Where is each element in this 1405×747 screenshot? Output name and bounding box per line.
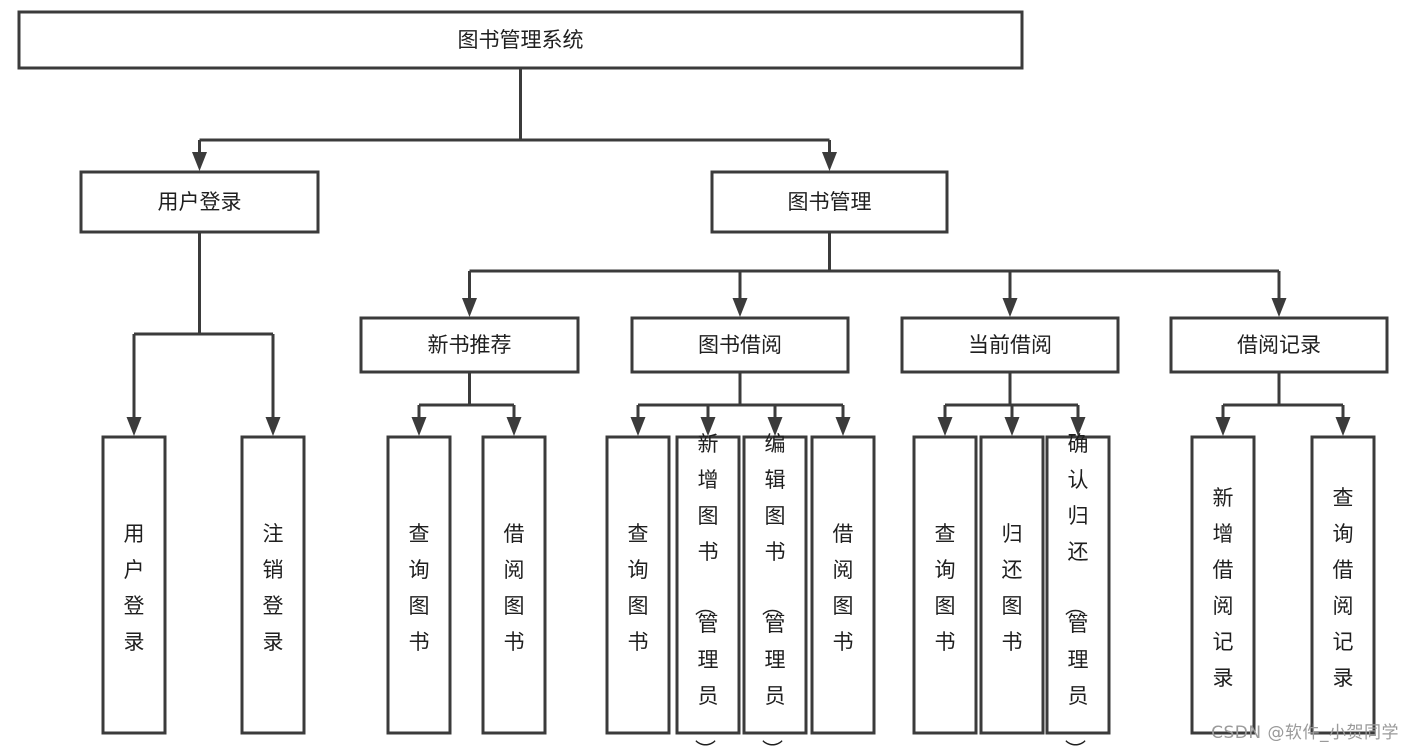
- node-box: [1310, 435, 1376, 735]
- node-leaf-confirm-return[interactable]: 确认归还（管理员）: [1045, 432, 1111, 747]
- node-label: 图书管理: [788, 190, 872, 214]
- arrow-head-icon: [1002, 298, 1018, 317]
- node-label: 新增图书（管理员）: [693, 432, 719, 747]
- arrow-head-icon: [192, 152, 207, 171]
- csdn-watermark: CSDN @软件_小贺同学: [1211, 723, 1399, 743]
- node-leaf-add-record[interactable]: 新增借阅记录: [1190, 435, 1256, 735]
- node-box: [1045, 435, 1111, 735]
- arrow-head-icon: [700, 417, 716, 436]
- node-leaf-borrow-book-1[interactable]: 借阅图书: [481, 435, 547, 735]
- node-box: [1190, 435, 1256, 735]
- node-root[interactable]: 图书管理系统: [17, 10, 1024, 70]
- node-borrow-record[interactable]: 借阅记录: [1169, 316, 1389, 374]
- arrow-head-icon: [411, 417, 427, 436]
- arrow-head-icon: [1004, 417, 1020, 436]
- node-leaf-add-book[interactable]: 新增图书（管理员）: [675, 432, 741, 747]
- node-label: 用户登录: [124, 522, 145, 654]
- node-leaf-user-logout[interactable]: 注销登录: [240, 435, 306, 735]
- node-box: [900, 316, 1120, 374]
- node-box: [710, 170, 949, 234]
- node-box: [605, 435, 671, 735]
- node-leaf-query-record[interactable]: 查询借阅记录: [1310, 435, 1376, 735]
- node-label: 用户登录: [158, 190, 242, 214]
- node-leaf-borrow-book-2[interactable]: 借阅图书: [810, 435, 876, 735]
- arrow-head-icon: [462, 298, 477, 317]
- arrow-head-icon: [126, 417, 142, 436]
- node-book-manage[interactable]: 图书管理: [710, 170, 949, 234]
- node-leaf-query-book-1[interactable]: 查询图书: [386, 435, 452, 735]
- node-label: 当前借阅: [968, 333, 1052, 357]
- arrow-head-icon: [1335, 417, 1351, 436]
- connector-layer: [126, 68, 1351, 436]
- node-new-book-rec[interactable]: 新书推荐: [359, 316, 580, 374]
- node-label: 查询图书: [409, 522, 430, 654]
- node-leaf-edit-book[interactable]: 编辑图书（管理员）: [742, 432, 808, 747]
- node-user-login[interactable]: 用户登录: [79, 170, 320, 234]
- node-label: 注销登录: [263, 522, 284, 654]
- node-box: [675, 435, 741, 735]
- node-box: [386, 435, 452, 735]
- node-label: 归还图书: [1002, 522, 1023, 654]
- node-current-borrow[interactable]: 当前借阅: [900, 316, 1120, 374]
- arrow-head-icon: [732, 298, 748, 317]
- node-box: [79, 170, 320, 234]
- arrow-head-icon: [506, 417, 522, 436]
- arrow-head-icon: [937, 417, 953, 436]
- node-box: [101, 435, 167, 735]
- node-box: [359, 316, 580, 374]
- arrow-head-icon: [630, 417, 646, 436]
- node-label: 查询图书: [628, 522, 649, 654]
- node-label: 查询图书: [935, 522, 956, 654]
- node-label: 图书管理系统: [458, 28, 584, 52]
- node-label: 借阅图书: [504, 522, 525, 654]
- node-box: [979, 435, 1045, 735]
- node-label: 借阅记录: [1237, 333, 1321, 357]
- node-label: 图书借阅: [698, 333, 782, 357]
- node-box: [742, 435, 808, 735]
- node-label: 借阅图书: [833, 522, 854, 654]
- node-leaf-query-book-2[interactable]: 查询图书: [605, 435, 671, 735]
- node-box: [240, 435, 306, 735]
- node-label: 查询借阅记录: [1333, 486, 1354, 690]
- node-label: 确认归还（管理员）: [1063, 432, 1089, 747]
- node-leaf-user-login[interactable]: 用户登录: [101, 435, 167, 735]
- node-box: [912, 435, 978, 735]
- node-label: 编辑图书（管理员）: [760, 432, 786, 747]
- arrow-head-icon: [822, 152, 837, 171]
- node-box: [481, 435, 547, 735]
- node-leaf-query-book-3[interactable]: 查询图书: [912, 435, 978, 735]
- arrow-head-icon: [1070, 417, 1086, 436]
- node-leaf-return-book[interactable]: 归还图书: [979, 435, 1045, 735]
- arrow-head-icon: [1271, 298, 1287, 317]
- node-box: [17, 10, 1024, 70]
- arrow-head-icon: [767, 417, 783, 436]
- node-label: 新书推荐: [428, 333, 512, 357]
- arrow-head-icon: [835, 417, 851, 436]
- node-label: 新增借阅记录: [1213, 486, 1234, 690]
- node-layer: 图书管理系统用户登录图书管理新书推荐图书借阅当前借阅借阅记录用户登录注销登录查询…: [17, 10, 1389, 747]
- arrow-head-icon: [265, 417, 281, 436]
- node-box: [810, 435, 876, 735]
- node-box: [1169, 316, 1389, 374]
- node-book-borrow[interactable]: 图书借阅: [630, 316, 850, 374]
- arrow-head-icon: [1215, 417, 1231, 436]
- node-box: [630, 316, 850, 374]
